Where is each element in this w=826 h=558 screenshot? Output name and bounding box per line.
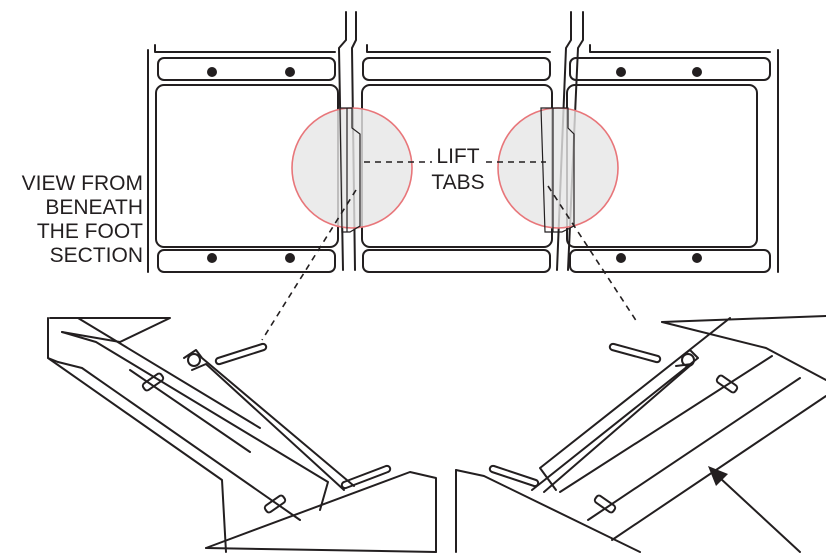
bolt-hole <box>616 67 626 77</box>
hinge-detail-left <box>47 317 437 553</box>
hinge-detail-right <box>455 315 826 553</box>
left-beam-rib <box>129 369 251 453</box>
upper-rail-left <box>157 57 336 81</box>
left-deck-plate <box>205 471 437 553</box>
bolt-hole <box>285 67 295 77</box>
bolt-hole <box>692 253 702 263</box>
lift-tab-left <box>339 107 361 233</box>
right-beam-upper <box>539 317 731 491</box>
left-frame-top <box>49 317 171 343</box>
hinge-pin <box>488 464 540 488</box>
right-lift-arm-inner <box>543 363 693 493</box>
left-frame-bottom <box>47 357 227 553</box>
hinge-pin <box>608 342 662 364</box>
left-deck-plate-edge <box>205 547 437 553</box>
left-beam-upper <box>61 331 329 511</box>
bolt-hole <box>285 253 295 263</box>
lift-tab-highlight-right <box>497 107 619 229</box>
view-label-line: VIEW FROM <box>22 172 143 195</box>
right-lift-arm <box>531 349 699 491</box>
lower-rail-right <box>569 249 771 273</box>
lift-tabs-label-line: LIFT <box>436 145 479 168</box>
bolt-hole <box>692 67 702 77</box>
bolt-hole <box>207 253 217 263</box>
foot-section-frame <box>147 11 779 341</box>
hinge-pin <box>340 464 392 490</box>
right-beam-mid <box>559 355 773 493</box>
lift-tabs-label-line: TABS <box>431 171 484 194</box>
left-beam-lower <box>57 361 301 521</box>
pivot <box>187 353 201 367</box>
top-rail-right <box>589 44 771 53</box>
arrow-head-icon <box>708 466 728 486</box>
left-frame-end <box>47 317 59 363</box>
left-beam-edge <box>77 317 261 429</box>
view-label-line: SECTION <box>50 244 143 267</box>
leader-line-down-right <box>547 185 638 323</box>
pivot <box>681 353 695 367</box>
left-lift-arm <box>183 349 355 487</box>
arrow-shaft <box>719 477 801 553</box>
right-frame-top <box>661 315 826 323</box>
upper-rail-right <box>569 57 771 81</box>
slot <box>141 372 165 392</box>
right-beam-edge <box>611 395 826 541</box>
right-deck-plate <box>455 469 641 553</box>
top-rail-center <box>366 44 551 53</box>
right-beam-lower <box>587 377 801 521</box>
left-lift-arm-inner <box>191 363 345 491</box>
bolt-hole <box>616 253 626 263</box>
view-label-line: BENEATH <box>45 196 143 219</box>
lift-tabs-label: LIFT TABS <box>431 145 484 194</box>
slot <box>593 494 617 514</box>
slot <box>263 494 287 514</box>
top-rail-left <box>154 44 336 53</box>
lower-rail-left <box>157 249 336 273</box>
view-label-line: THE FOOT <box>37 220 143 243</box>
right-frame-edge <box>661 321 826 381</box>
lower-rail-center <box>362 249 551 273</box>
bolt-hole <box>207 67 217 77</box>
leader-line-down-left <box>261 189 357 341</box>
view-label: VIEW FROM BENEATH THE FOOT SECTION <box>22 172 143 267</box>
lift-tab-right <box>540 107 575 233</box>
hinge-pin <box>214 342 268 366</box>
slot <box>715 374 739 394</box>
upper-rail-center <box>362 57 551 81</box>
